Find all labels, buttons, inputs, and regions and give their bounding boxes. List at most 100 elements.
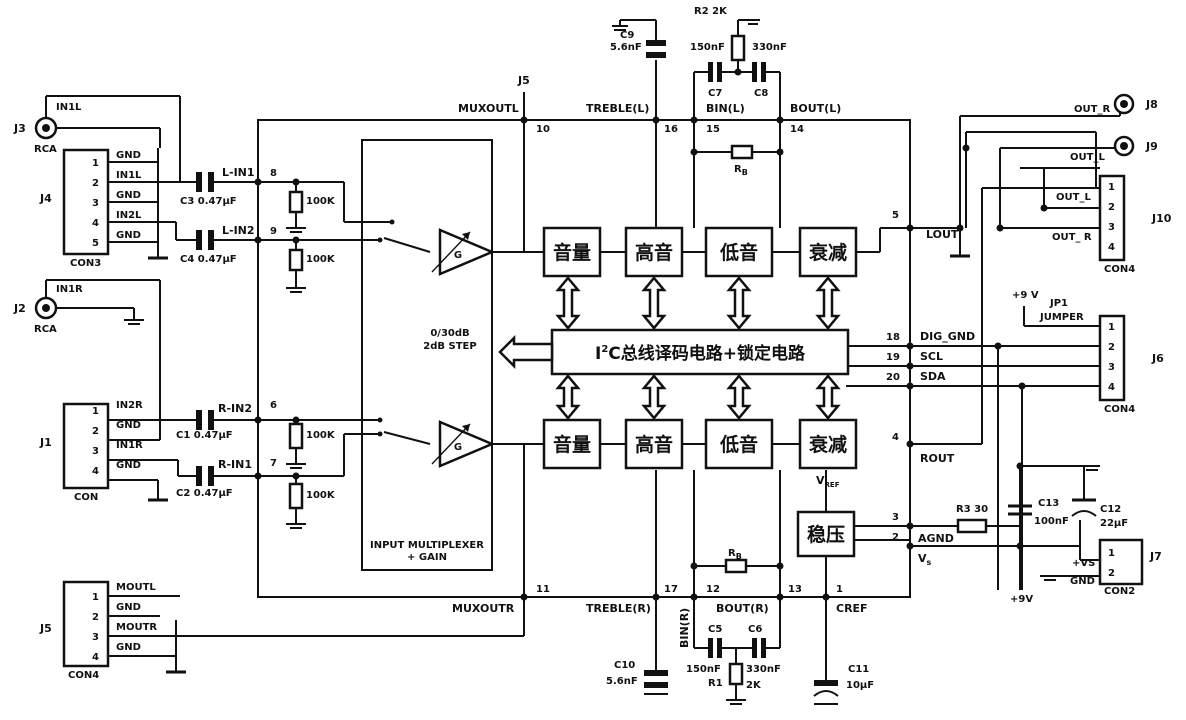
j4-label: J4 — [39, 192, 52, 205]
j7-pin: 2 — [1108, 568, 1115, 579]
c5-value: 150nF — [686, 664, 721, 675]
r2-label: R2 2K — [694, 6, 728, 17]
pin-5: 5 — [892, 210, 899, 221]
j5-label: J5 — [39, 622, 52, 635]
label-r-in1: R-IN1 — [218, 458, 252, 471]
label-vref: VREF — [816, 474, 840, 489]
rca-j8-icon — [1113, 93, 1135, 115]
c5-c6-capacitors — [708, 638, 766, 658]
rb-left-label: RB — [734, 164, 748, 177]
c8-label: C8 — [754, 88, 768, 99]
label-muxoutr: MUXOUTR — [452, 602, 515, 615]
r100k-4-label: 100K — [306, 490, 336, 501]
in1l-jack-label: IN1L — [56, 102, 82, 113]
j5-type: CON4 — [68, 670, 99, 681]
rca-j3-icon — [34, 116, 58, 140]
j4-pin-label: IN2L — [116, 210, 142, 221]
label-vref-sub: REF — [825, 481, 840, 489]
j4-pin: 3 — [92, 198, 99, 209]
connector-j5 — [62, 580, 110, 668]
j10-pins: 1 2 3 4 OUT_L OUT_ R — [1052, 182, 1115, 253]
j4-pin: 4 — [92, 218, 99, 229]
label-treble-l: TREBLE(L) — [586, 102, 649, 115]
pin-19: 19 — [886, 352, 900, 363]
gnd-label: GND — [1070, 576, 1095, 587]
connector-j6 — [1098, 314, 1126, 402]
pin-4: 4 — [892, 432, 899, 443]
r2-ground — [746, 19, 760, 25]
label-cref: CREF — [836, 602, 868, 615]
rb-right-sub: B — [736, 552, 742, 561]
j1-pin-label: IN2R — [116, 400, 143, 411]
c1-label: C1 0.47μF — [176, 430, 233, 441]
j7-ground — [1040, 575, 1060, 581]
pin-3: 3 — [892, 512, 899, 523]
j1-pin-label: GND — [116, 460, 141, 471]
c7-c8-capacitors — [708, 62, 766, 82]
rca-j2-icon — [34, 296, 58, 320]
c6-value: 330nF — [746, 664, 781, 675]
j6-label: J6 — [1151, 352, 1164, 365]
c7-label: C7 — [708, 88, 722, 99]
rb-right-resistor — [724, 558, 748, 574]
output-wires — [910, 108, 1121, 590]
i2c-superscript: 2 — [601, 344, 608, 355]
c10-label: C10 — [614, 660, 635, 671]
block-atten-left: 衰减 — [798, 226, 858, 278]
block-volume-right: 音量 — [542, 418, 602, 470]
j10-pin-label: OUT_L — [1056, 192, 1091, 203]
c12-label: C12 — [1100, 504, 1121, 515]
i2c-label: C总线译码电路+锁定电路 — [608, 343, 806, 364]
pin-10: 10 — [536, 124, 550, 135]
top-wires — [492, 19, 910, 253]
connector-j7 — [1098, 538, 1144, 586]
rb-left-resistor — [730, 144, 754, 160]
j6-pin: 2 — [1108, 342, 1115, 353]
c9-label: C9 — [620, 30, 634, 41]
plus9v-label: +9 V — [1012, 290, 1039, 301]
j2-label: J2 — [13, 302, 26, 315]
svg-text:I2C总线译码电路+锁定电路: I2C总线译码电路+锁定电路 — [595, 343, 806, 364]
j2-type: RCA — [34, 324, 57, 335]
c13-value: 100nF — [1034, 516, 1069, 527]
j1-pin: 2 — [92, 426, 99, 437]
j1-pin: 1 — [92, 406, 99, 417]
c13-capacitor — [1008, 504, 1032, 516]
j5-pin-label: MOUTR — [116, 622, 157, 633]
j6-type: CON4 — [1104, 404, 1135, 415]
label-treble-r: TREBLE(R) — [586, 602, 651, 615]
pin-17: 17 — [664, 584, 678, 595]
out-r-jack-label: OUT_R — [1074, 104, 1110, 115]
j5-pin-label: MOUTL — [116, 582, 156, 593]
amp-g-left: G — [454, 250, 462, 261]
c11-capacitor — [813, 680, 839, 697]
pin-13: 13 — [788, 584, 802, 595]
j10-pin: 1 — [1108, 182, 1115, 193]
block-treble-right: 高音 — [624, 418, 684, 470]
vs-pin-label: +VS — [1072, 558, 1095, 569]
j4-pin: 2 — [92, 178, 99, 189]
j1-pin-label: GND — [116, 420, 141, 431]
j5-top-label: J5 — [517, 74, 530, 87]
connector-j1 — [62, 402, 110, 490]
label-dig-gnd: DIG_GND — [920, 330, 975, 343]
pin-6: 6 — [270, 400, 277, 411]
j4-pin-label: GND — [116, 230, 141, 241]
rb-left-main: R — [734, 164, 742, 175]
block-treble-right-label: 高音 — [635, 433, 673, 456]
j4-pin-label: GND — [116, 190, 141, 201]
jp1-label: JP1 — [1049, 298, 1068, 309]
label-rout: ROUT — [920, 452, 955, 465]
j9-label: J9 — [1145, 140, 1158, 153]
label-bin-r: BIN(R) — [678, 608, 691, 648]
input-multiplexer-box — [361, 139, 493, 571]
c4-label: C4 0.47μF — [180, 254, 237, 265]
connector-j4 — [62, 148, 110, 256]
block-treble-left: 高音 — [624, 226, 684, 278]
j5-pin: 3 — [92, 632, 99, 643]
j10-pin-label: OUT_ R — [1052, 232, 1092, 243]
c6-label: C6 — [748, 624, 762, 635]
pin-12: 12 — [706, 584, 720, 595]
label-sda: SDA — [920, 370, 946, 383]
mux-label-1: INPUT MULTIPLEXER — [370, 540, 484, 551]
